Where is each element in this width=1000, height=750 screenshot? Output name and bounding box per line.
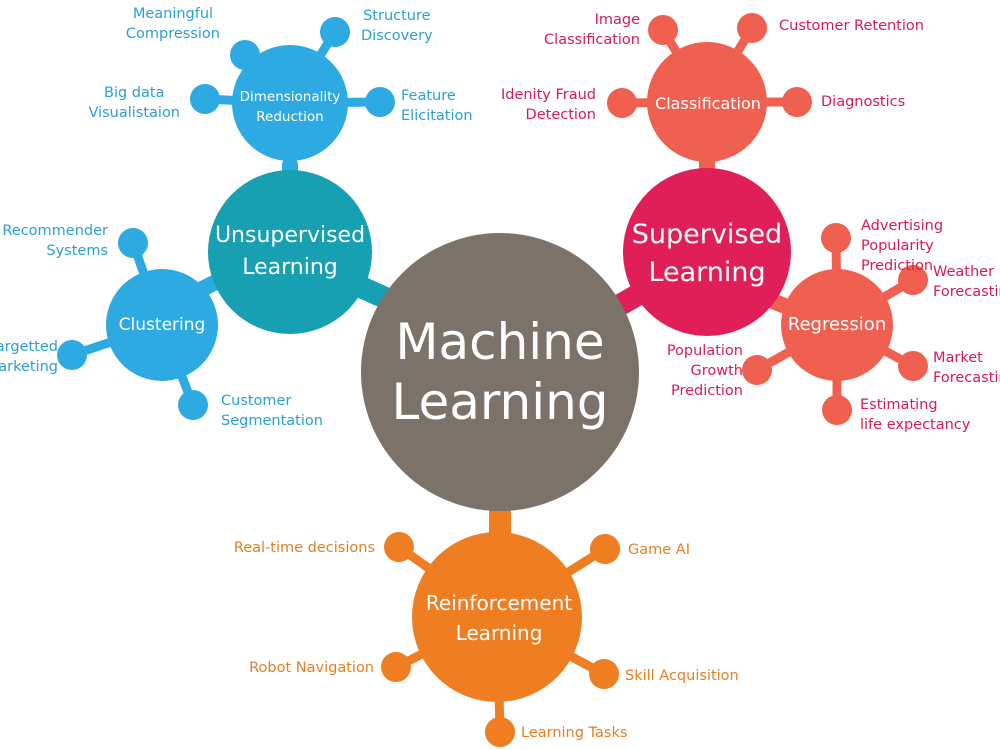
dimensionality-title: Dimensionality Reduction xyxy=(239,89,341,125)
clustering-title: Clustering xyxy=(118,315,206,335)
leaf-label-real-time-decisions: Real-time decisions xyxy=(233,540,375,556)
node-dimensionality-reduction xyxy=(232,45,348,161)
leaf-dot-robot-navigation xyxy=(381,652,411,682)
leaf-label-customer-retention: Customer Retention xyxy=(779,18,924,34)
leaf-label-diagnostics: Diagnostics xyxy=(821,94,906,110)
regression-title: Regression xyxy=(787,314,887,335)
leaf-dot-game-ai xyxy=(590,534,620,564)
leaf-dot-identity-fraud-detection xyxy=(607,88,637,118)
center-title: Machine Learning xyxy=(391,313,609,431)
leaf-label-big-data-visualisation: Big data Visualistaion xyxy=(88,85,180,121)
reinforcement-title: Reinforcement Learning xyxy=(425,591,573,645)
leaf-dot-recommender-systems xyxy=(118,228,148,258)
leaf-label-robot-navigation: Robot Navigation xyxy=(249,660,374,676)
leaf-dot-customer-segmentation xyxy=(178,390,208,420)
leaf-label-recommender-systems: Recommender Systems xyxy=(2,223,108,259)
leaf-label-weather-forecasting: Weather Forecasting xyxy=(933,264,1000,300)
leaf-dot-feature-elicitation xyxy=(365,87,395,117)
leaf-label-meaningful-compression: Meaningful Compression xyxy=(125,6,220,42)
leaf-dot-structure-discovery xyxy=(320,17,350,47)
node-reinforcement-learning xyxy=(412,532,582,702)
leaf-dot-learning-tasks xyxy=(485,717,515,747)
leaf-dot-targetted-marketing xyxy=(57,340,87,370)
leaf-dot-weather-forecasting xyxy=(898,265,928,295)
leaf-label-population-growth: Population Growth Prediction xyxy=(666,343,743,399)
leaf-dot-advertising-popularity xyxy=(821,223,851,253)
supervised-title: Supervised Learning xyxy=(631,219,783,288)
leaf-dot-skill-acquisition xyxy=(589,659,619,689)
leaf-dot-image-classification xyxy=(648,15,678,45)
leaf-label-customer-segmentation: Customer Segmentation xyxy=(221,393,323,429)
leaf-label-structure-discovery: Structure Discovery xyxy=(361,8,433,44)
leaf-label-skill-acquisition: Skill Acquisition xyxy=(625,668,739,684)
leaf-dot-life-expectancy xyxy=(822,395,852,425)
leaf-label-game-ai: Game AI xyxy=(628,542,690,558)
node-regression xyxy=(781,269,893,381)
leaf-dot-diagnostics xyxy=(782,87,812,117)
leaf-label-advertising-popularity: Advertising Popularity Prediction xyxy=(861,218,944,274)
leaf-dot-real-time-decisions xyxy=(384,532,414,562)
classification-title: Classification xyxy=(655,94,761,113)
leaf-label-targetted-marketing: Targetted Marketing xyxy=(0,339,58,375)
node-clustering xyxy=(106,269,218,381)
leaf-dot-customer-retention xyxy=(737,13,767,43)
leaf-dot-population-growth xyxy=(742,355,772,385)
node-classification xyxy=(647,42,767,162)
leaf-dot-big-data-visualisation xyxy=(190,84,220,114)
node-supervised-learning xyxy=(623,168,791,336)
node-machine-learning xyxy=(361,233,639,511)
leaf-label-identity-fraud-detection: Idenity Fraud Detection xyxy=(500,87,596,123)
leaf-dot-market-forecasting xyxy=(898,351,928,381)
leaf-label-market-forecasting: Market Forecasting xyxy=(933,350,1000,386)
leaf-label-feature-elicitation: Feature Elicitation xyxy=(401,88,473,124)
leaf-label-image-classification: Image Classification xyxy=(544,12,640,48)
leaf-label-learning-tasks: Learning Tasks xyxy=(521,725,628,741)
node-unsupervised-learning xyxy=(208,170,372,334)
unsupervised-title: Unsupervised Learning xyxy=(214,223,366,280)
leaf-label-life-expectancy: Estimating life expectancy xyxy=(860,397,971,433)
